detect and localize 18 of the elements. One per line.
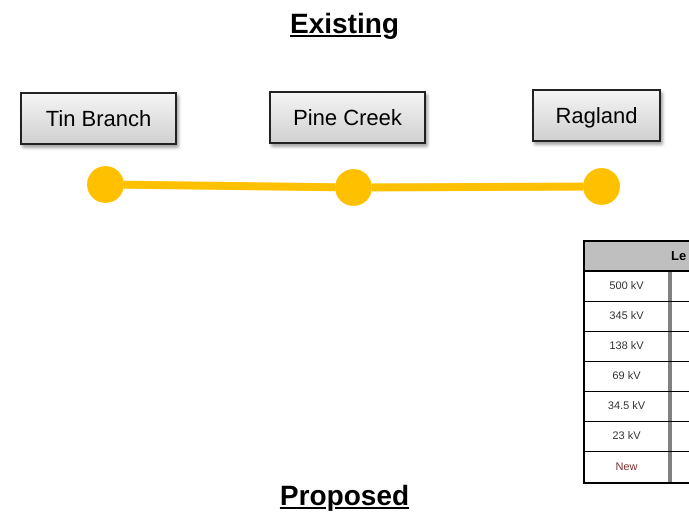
substation-name: Pine Creek: [293, 104, 402, 132]
section-heading: Proposed: [280, 479, 410, 513]
substation-box: [20, 92, 177, 145]
transmission-line: [124, 180, 336, 192]
voltage-cell: 500 kV: [585, 272, 672, 301]
substation-name: Tin Branch: [46, 105, 152, 133]
voltage-cell: 69 kV: [585, 362, 672, 391]
legend-header-cell: Le: [585, 242, 689, 272]
voltage-cell: 345 kV: [585, 302, 672, 331]
substation-name: Ragland: [556, 102, 638, 130]
transmission-line: [372, 182, 584, 192]
voltage-cell: 23 kV: [585, 422, 672, 451]
substation-box: [532, 89, 661, 142]
voltage-cell: 34.5 kV: [585, 392, 672, 421]
voltage-cell: 138 kV: [585, 332, 672, 361]
diagram-title: Existing: [290, 7, 399, 41]
voltage-cell: New: [585, 452, 672, 482]
substation-box: [269, 91, 426, 144]
